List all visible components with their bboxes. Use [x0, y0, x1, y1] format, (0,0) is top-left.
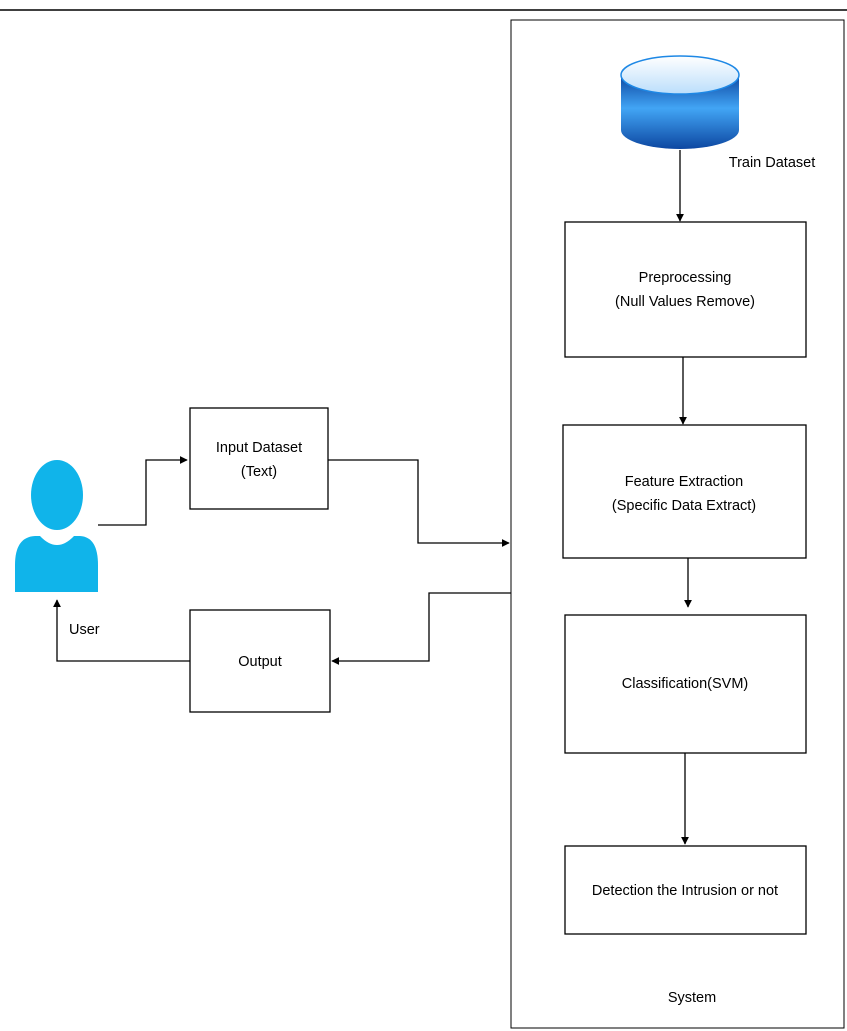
preprocessing-box: [564, 221, 807, 358]
input-dataset-box: [189, 407, 329, 510]
arrow-system-to-output: [331, 592, 511, 665]
train-dataset-label: Train Dataset: [729, 155, 816, 171]
input-dataset-title: Input Dataset: [216, 440, 302, 456]
person-icon: [15, 460, 98, 592]
preprocessing-title: Preprocessing: [639, 270, 732, 286]
database-icon: [620, 55, 740, 149]
feature-extraction-box: [562, 424, 807, 559]
detection-label: Detection the Intrusion or not: [592, 883, 778, 899]
preprocessing-subtitle: (Null Values Remove): [615, 294, 755, 310]
system-label: System: [668, 990, 716, 1006]
classification-label: Classification(SVM): [622, 676, 749, 692]
feature-extraction-title: Feature Extraction: [625, 474, 743, 490]
arrow-output-to-user: [53, 599, 190, 662]
arrow-user-to-input: [98, 456, 188, 526]
detection-box: [564, 845, 807, 935]
output-label: Output: [238, 654, 282, 670]
user-label: User: [69, 622, 100, 638]
system-container: [510, 19, 845, 1029]
classification-box: [564, 614, 807, 754]
feature-extraction-subtitle: (Specific Data Extract): [612, 498, 756, 514]
arrow-input-to-system: [328, 459, 510, 547]
input-dataset-subtitle: (Text): [241, 464, 277, 480]
